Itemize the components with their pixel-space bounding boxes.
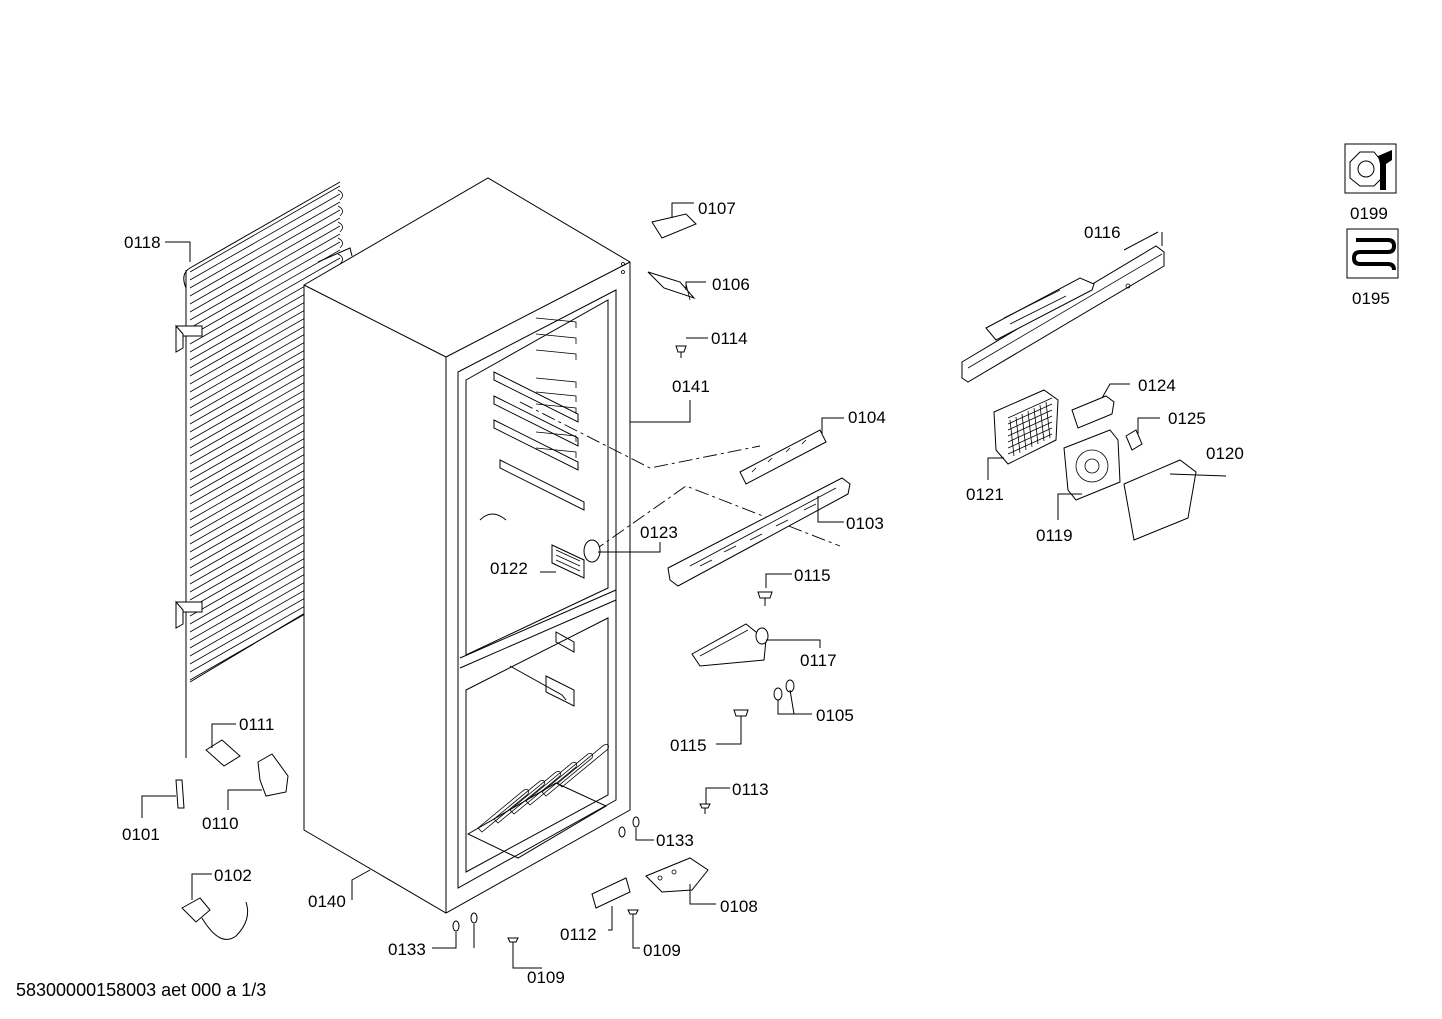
part-0114-screw — [675, 345, 687, 358]
callout-0109-left: 0109 — [527, 968, 565, 987]
callout-0133-left: 0133 — [388, 940, 426, 959]
callout-0106: 0106 — [712, 275, 750, 294]
part-0123-plug — [583, 539, 601, 563]
document-id-footer: 58300000158003 aet 000 a 1/3 — [16, 980, 267, 1000]
callout-0124: 0124 — [1138, 376, 1176, 395]
callout-0120: 0120 — [1206, 444, 1244, 463]
callout-0117: 0117 — [800, 651, 837, 670]
callout-0123: 0123 — [640, 523, 678, 542]
part-0112-cover — [591, 877, 631, 909]
callout-0103: 0103 — [846, 514, 884, 533]
part-0106-hinge — [647, 271, 696, 301]
callout-labels: 0118 0107 0106 0114 0141 0104 0103 0123 … — [122, 199, 1244, 987]
part-0120-cover — [1123, 459, 1197, 541]
callout-0141: 0141 — [672, 377, 710, 396]
callout-0122: 0122 — [490, 559, 528, 578]
part-0103-rail — [667, 477, 851, 587]
callout-0140: 0140 — [308, 892, 346, 911]
part-0121-fan-cage — [993, 389, 1059, 465]
leader-lines — [141, 202, 1227, 969]
part-0113-screw — [699, 803, 711, 814]
callout-0112: 0112 — [560, 925, 597, 944]
callout-0118: 0118 — [124, 233, 161, 252]
callout-0108: 0108 — [720, 897, 758, 916]
part-0115-screw-lower — [733, 709, 749, 726]
part-0102-power-cord — [181, 897, 249, 940]
part-0110-holder — [257, 753, 289, 797]
callout-0102: 0102 — [214, 866, 252, 885]
part-0104-bracket — [739, 429, 827, 485]
callout-0125: 0125 — [1168, 409, 1206, 428]
callout-0109-right: 0109 — [643, 941, 681, 960]
part-0119-fan — [1063, 429, 1121, 501]
part-0101-drier — [175, 779, 185, 809]
part-0122-vent — [551, 544, 585, 579]
callout-0199: 0199 — [1350, 204, 1388, 223]
callout-0110: 0110 — [202, 814, 239, 833]
callout-0119: 0119 — [1036, 526, 1073, 545]
callout-0195: 0195 — [1352, 289, 1390, 308]
cabinet-body — [303, 177, 631, 914]
part-0133-feet — [452, 816, 640, 932]
part-0115-screw-upper — [757, 591, 773, 606]
callout-0133-right: 0133 — [656, 831, 694, 850]
part-0125-seal — [1125, 429, 1143, 451]
callout-0105: 0105 — [816, 706, 854, 725]
part-0116-control-panel — [961, 245, 1165, 383]
callout-0115-lower: 0115 — [670, 736, 707, 755]
callout-0116: 0116 — [1084, 223, 1121, 242]
part-0108-bottom-hinge — [645, 857, 709, 893]
part-0124-bracket — [1071, 395, 1115, 429]
callout-0107: 0107 — [698, 199, 736, 218]
part-0109-screw — [507, 909, 639, 952]
callout-0121: 0121 — [966, 485, 1004, 504]
callout-0111: 0111 — [239, 715, 274, 734]
wrench-nut-icon — [1344, 143, 1397, 194]
part-0111-clip — [205, 739, 241, 767]
coil-icon — [1346, 228, 1399, 279]
part-0117-hinge — [691, 623, 769, 667]
callout-0115-upper: 0115 — [794, 566, 831, 585]
callout-0113: 0113 — [732, 780, 769, 799]
callout-0101: 0101 — [122, 825, 160, 844]
callout-0114: 0114 — [711, 329, 748, 348]
callout-0104: 0104 — [848, 408, 886, 427]
part-0107-hinge-cover — [651, 213, 697, 239]
